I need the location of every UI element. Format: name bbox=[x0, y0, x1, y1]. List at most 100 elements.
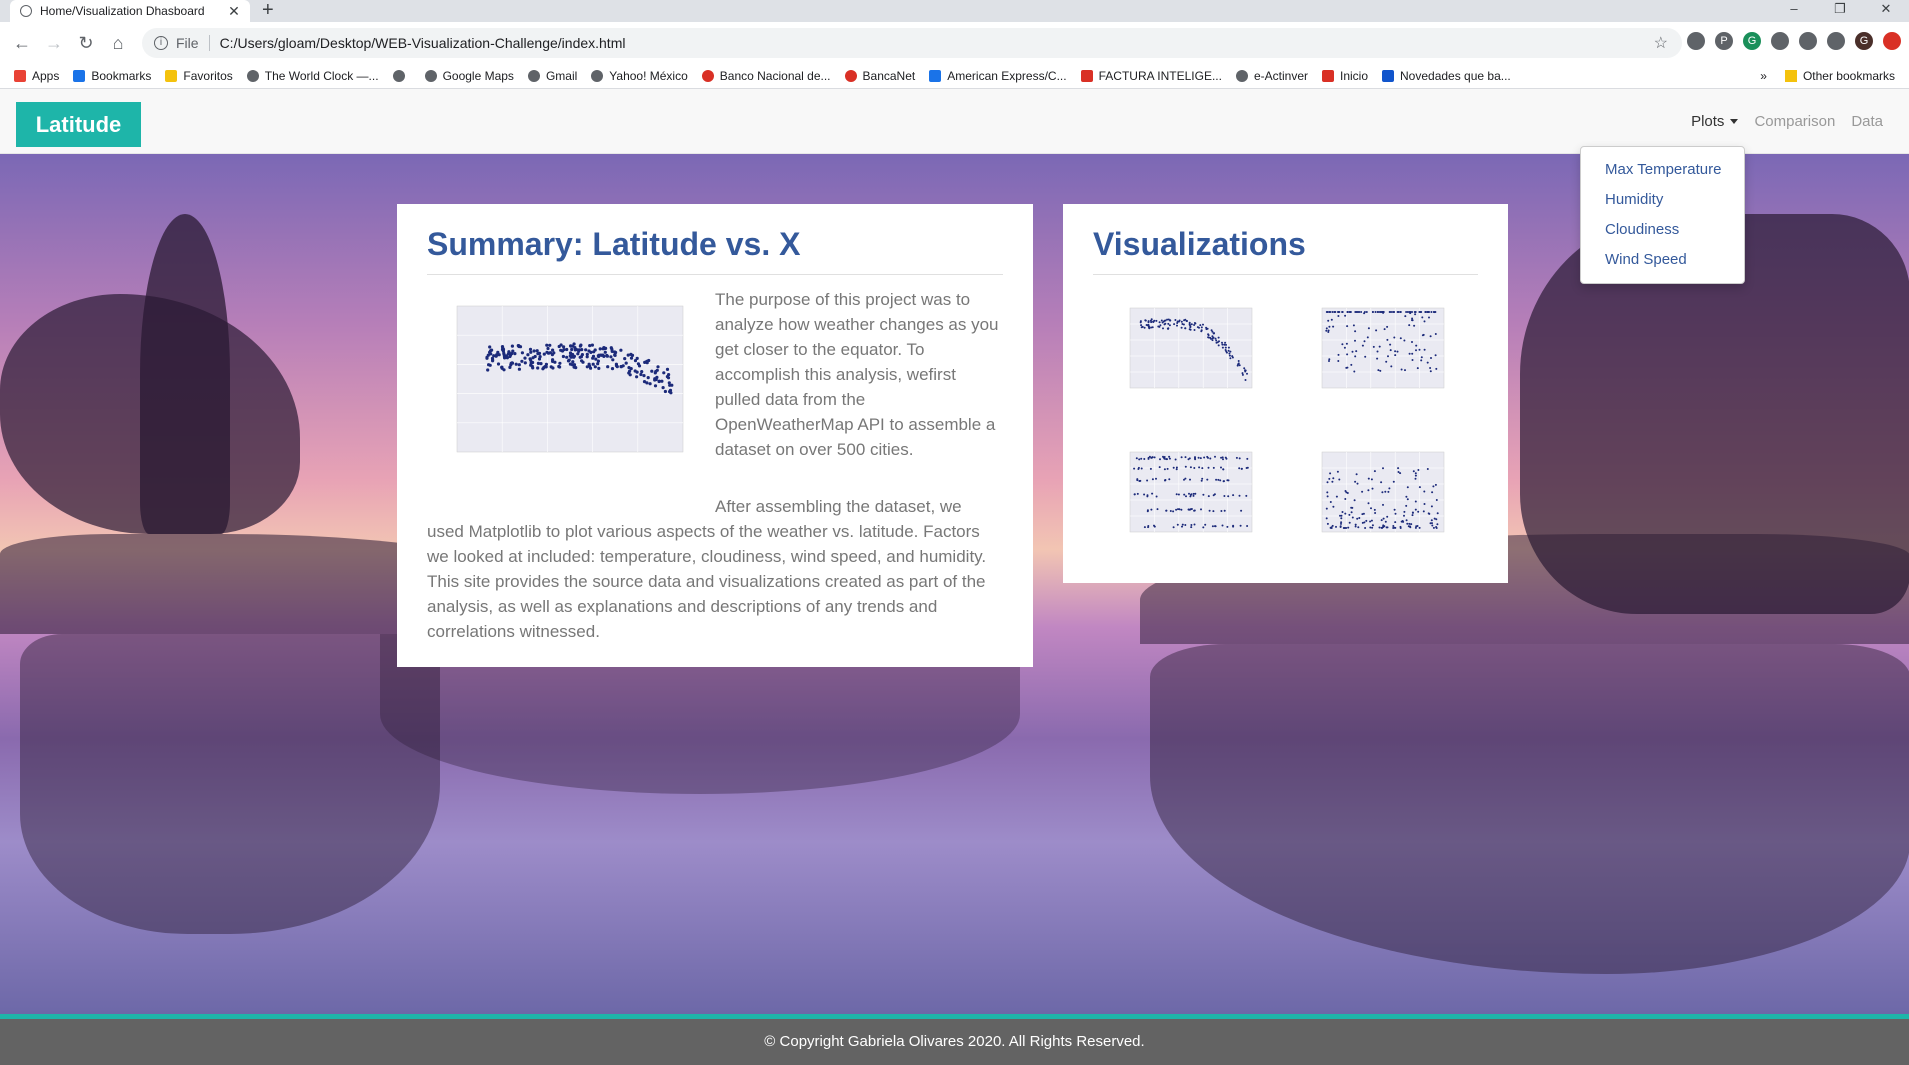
avatar[interactable]: G bbox=[1855, 32, 1873, 50]
other-bookmarks[interactable]: » Other bookmarks bbox=[1760, 69, 1895, 83]
scatter-point bbox=[506, 352, 510, 356]
bookmark-item[interactable]: Inicio bbox=[1322, 69, 1368, 83]
scatter-point bbox=[572, 363, 577, 367]
info-icon[interactable]: i bbox=[154, 36, 168, 50]
scatter-point bbox=[1408, 324, 1411, 327]
brand-logo[interactable]: Latitude bbox=[16, 102, 141, 147]
nav-data[interactable]: Data bbox=[1851, 112, 1883, 130]
chevron-right-icon[interactable]: » bbox=[1760, 69, 1767, 83]
scatter-point bbox=[1187, 458, 1190, 461]
pinterest-icon[interactable]: P bbox=[1715, 32, 1733, 50]
scatter-point bbox=[496, 362, 501, 366]
bookmark-item[interactable]: Google Maps bbox=[424, 69, 514, 83]
bookmark-item[interactable]: e-Actinver bbox=[1235, 69, 1308, 83]
thumbnail-wind-speed[interactable] bbox=[1310, 440, 1450, 550]
scatter-point bbox=[1435, 367, 1438, 370]
scatter-point bbox=[653, 377, 657, 381]
url-text[interactable]: C:/Users/gloam/Desktop/WEB-Visualization… bbox=[219, 35, 626, 51]
scatter-point bbox=[1151, 492, 1154, 495]
back-icon[interactable]: ← bbox=[13, 32, 31, 53]
extension-icon[interactable] bbox=[1687, 32, 1705, 50]
address-bar[interactable]: i File C:/Users/gloam/Desktop/WEB-Visual… bbox=[142, 28, 1682, 58]
navbar: Latitude Plots Comparison Data bbox=[0, 89, 1909, 154]
scatter-point bbox=[1187, 508, 1190, 511]
scatter-point bbox=[1167, 327, 1170, 330]
summary-title: Summary: Latitude vs. X bbox=[427, 226, 801, 262]
restore-icon[interactable]: ❐ bbox=[1834, 1, 1846, 16]
scatter-point bbox=[1397, 471, 1400, 473]
bookmark-item[interactable]: FACTURA INTELIGE... bbox=[1080, 69, 1222, 83]
dropdown-item-cloudiness[interactable]: Cloudiness bbox=[1605, 221, 1680, 238]
scatter-point bbox=[1335, 495, 1338, 498]
bookmark-item[interactable]: American Express/C... bbox=[929, 69, 1067, 83]
scatter-point bbox=[1197, 456, 1200, 459]
bookmark-item[interactable]: BancaNet bbox=[844, 69, 915, 83]
thumbnail-cloudiness[interactable] bbox=[1118, 440, 1258, 550]
scatter-point bbox=[1245, 467, 1248, 469]
bookmark-item[interactable]: Apps bbox=[14, 69, 59, 83]
forward-icon[interactable]: → bbox=[45, 32, 63, 53]
update-icon[interactable] bbox=[1883, 32, 1901, 50]
bookmark-item[interactable]: Yahoo! México bbox=[591, 69, 688, 83]
scatter-point bbox=[1166, 467, 1169, 470]
bookmark-item[interactable]: Novedades que ba... bbox=[1382, 69, 1511, 83]
bookmark-star-icon[interactable]: ☆ bbox=[1653, 35, 1668, 52]
scatter-point bbox=[1220, 456, 1223, 459]
bookmark-item[interactable] bbox=[392, 70, 411, 82]
visualizations-title: Visualizations bbox=[1093, 226, 1306, 262]
scatter-point bbox=[538, 355, 542, 359]
bookmark-item[interactable]: Gmail bbox=[527, 69, 577, 83]
globe-icon bbox=[1235, 70, 1248, 82]
scatter-point bbox=[1404, 315, 1407, 318]
scatter-point bbox=[502, 368, 506, 372]
scatter-point bbox=[1328, 358, 1331, 361]
reading-list-icon[interactable] bbox=[1827, 32, 1845, 50]
close-tab-icon[interactable]: ✕ bbox=[228, 2, 240, 19]
scatter-point bbox=[1168, 455, 1171, 458]
dropdown-item-max-temperature[interactable]: Max Temperature bbox=[1605, 161, 1722, 178]
scatter-point bbox=[627, 366, 631, 370]
new-tab-icon[interactable]: + bbox=[262, 0, 274, 21]
scatter-point bbox=[1379, 369, 1382, 372]
thumbnail-humidity[interactable] bbox=[1310, 296, 1450, 406]
scatter-point bbox=[550, 353, 554, 357]
minimize-icon[interactable]: – bbox=[1790, 1, 1798, 16]
home-icon[interactable]: ⌂ bbox=[112, 32, 124, 53]
scatter-point bbox=[1420, 359, 1423, 362]
grammarly-icon[interactable]: G bbox=[1743, 32, 1761, 50]
bookmark-item[interactable]: Favoritos bbox=[165, 69, 233, 83]
scatter-point bbox=[1337, 311, 1340, 313]
scatter-point bbox=[1361, 490, 1364, 493]
scatter-point bbox=[1361, 521, 1364, 524]
nav-plots[interactable]: Plots bbox=[1675, 113, 1739, 130]
thumbnail-max-temperature[interactable] bbox=[1118, 296, 1258, 406]
scatter-point bbox=[635, 375, 639, 379]
scatter-point bbox=[1335, 525, 1337, 528]
puzzle-icon[interactable] bbox=[1799, 32, 1817, 50]
dropdown-item-wind-speed[interactable]: Wind Speed bbox=[1605, 251, 1687, 268]
nav-comparison[interactable]: Comparison bbox=[1754, 112, 1836, 130]
scatter-point bbox=[1193, 523, 1196, 526]
dropdown-item-humidity[interactable]: Humidity bbox=[1605, 191, 1664, 208]
scatter-point bbox=[1426, 468, 1429, 470]
dropbox-icon[interactable] bbox=[1771, 32, 1789, 50]
scatter-point bbox=[1370, 507, 1372, 510]
scatter-point bbox=[1244, 370, 1247, 373]
scatter-point bbox=[1193, 509, 1196, 512]
close-window-icon[interactable]: ✕ bbox=[1880, 1, 1892, 16]
bookmark-item[interactable]: Bookmarks bbox=[73, 69, 151, 83]
bookmark-item[interactable]: Banco Nacional de... bbox=[701, 69, 831, 83]
max-temperature-plot[interactable] bbox=[427, 292, 689, 472]
browser-tab[interactable]: Home/Visualization Dhasboard ✕ bbox=[10, 0, 250, 22]
reload-icon[interactable]: ↻ bbox=[78, 32, 94, 53]
scatter-point bbox=[1384, 490, 1387, 493]
bookmark-item[interactable]: The World Clock —... bbox=[246, 69, 379, 83]
scatter-point bbox=[497, 353, 501, 357]
scatter-point bbox=[1176, 324, 1178, 327]
scatter-point bbox=[1325, 311, 1328, 313]
scatter-point bbox=[1192, 492, 1195, 495]
scatter-point bbox=[630, 353, 635, 357]
scatter-point bbox=[1135, 457, 1138, 460]
scatter-point bbox=[1364, 355, 1367, 358]
scatter-point bbox=[1360, 311, 1363, 313]
